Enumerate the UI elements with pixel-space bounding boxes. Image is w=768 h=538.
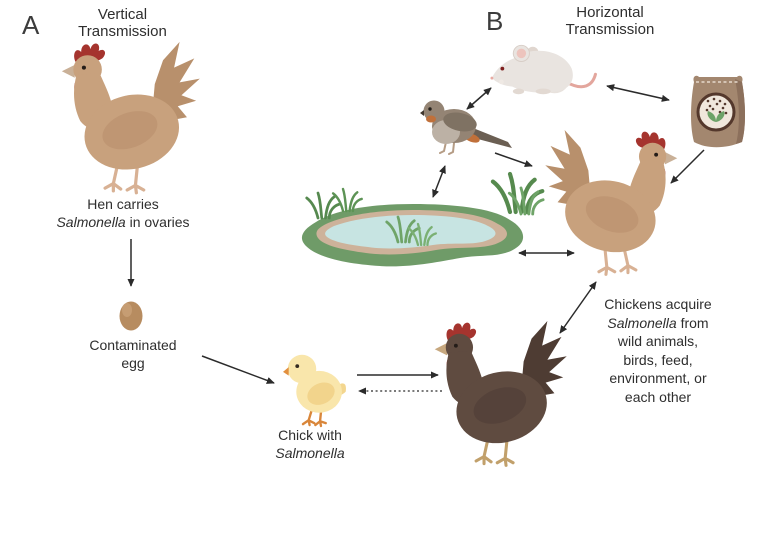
chickens-caption-line3: wild animals, <box>617 333 699 349</box>
chickens-caption: Chickens acquire Salmonella from wild an… <box>583 295 733 406</box>
egg-caption-line2: egg <box>121 354 145 371</box>
panel-a-title: Vertical Transmission <box>50 6 195 40</box>
arrow-bird-mouse <box>466 87 492 110</box>
seed-dots <box>705 97 728 115</box>
arrow-mouse-feedbag <box>606 84 670 102</box>
egg-caption-line1: Contaminated <box>89 337 177 353</box>
panel-b-title: Horizontal Transmission <box>536 4 684 38</box>
hen-caption-line2: Salmonella in ovaries <box>56 213 190 230</box>
panel-b-label: B <box>486 6 504 36</box>
feed-bag-icon <box>691 75 745 148</box>
chickens-caption-line6: each other <box>624 388 692 405</box>
chick-caption-line2: Salmonella <box>275 444 345 461</box>
arrow-bird-to-hen <box>494 152 533 168</box>
chick-caption: Chick with Salmonella <box>237 427 383 462</box>
arrow-feedbag-to-hen <box>670 149 705 184</box>
panel-a-title-line1: Vertical <box>97 6 148 23</box>
panel-a-title-line2: Transmission <box>78 23 167 40</box>
arrows <box>127 84 705 395</box>
chick-icon <box>283 354 346 428</box>
brown-chicken-icon <box>433 319 569 467</box>
panel-b-title-line2: Transmission <box>565 21 655 38</box>
pond-icon <box>301 174 545 267</box>
chickens-caption-line1: Chickens acquire <box>604 296 712 312</box>
hen-caption: Hen carries Salmonella in ovaries <box>48 196 198 231</box>
panel-a-label: A <box>22 10 40 40</box>
arrow-hen-brown-chicken <box>559 281 597 334</box>
chickens-caption-line4: birds, feed, <box>623 351 693 368</box>
chickens-caption-line5: environment, or <box>609 370 707 386</box>
egg-caption: Contaminated egg <box>58 337 208 372</box>
wild-bird-icon <box>420 100 512 155</box>
mouse-icon <box>490 44 597 95</box>
grass-icon <box>331 187 363 213</box>
egg-icon <box>119 301 143 331</box>
chick-caption-line1: Chick with <box>278 427 342 443</box>
hen-caption-line1: Hen carries <box>87 196 159 212</box>
chickens-caption-line2: Salmonella from <box>607 314 709 331</box>
arrow-bird-pond <box>432 165 446 198</box>
panel-b-title-line1: Horizontal <box>576 4 644 21</box>
hen-icon <box>60 40 202 195</box>
arrow-egg-to-chick <box>201 355 275 384</box>
